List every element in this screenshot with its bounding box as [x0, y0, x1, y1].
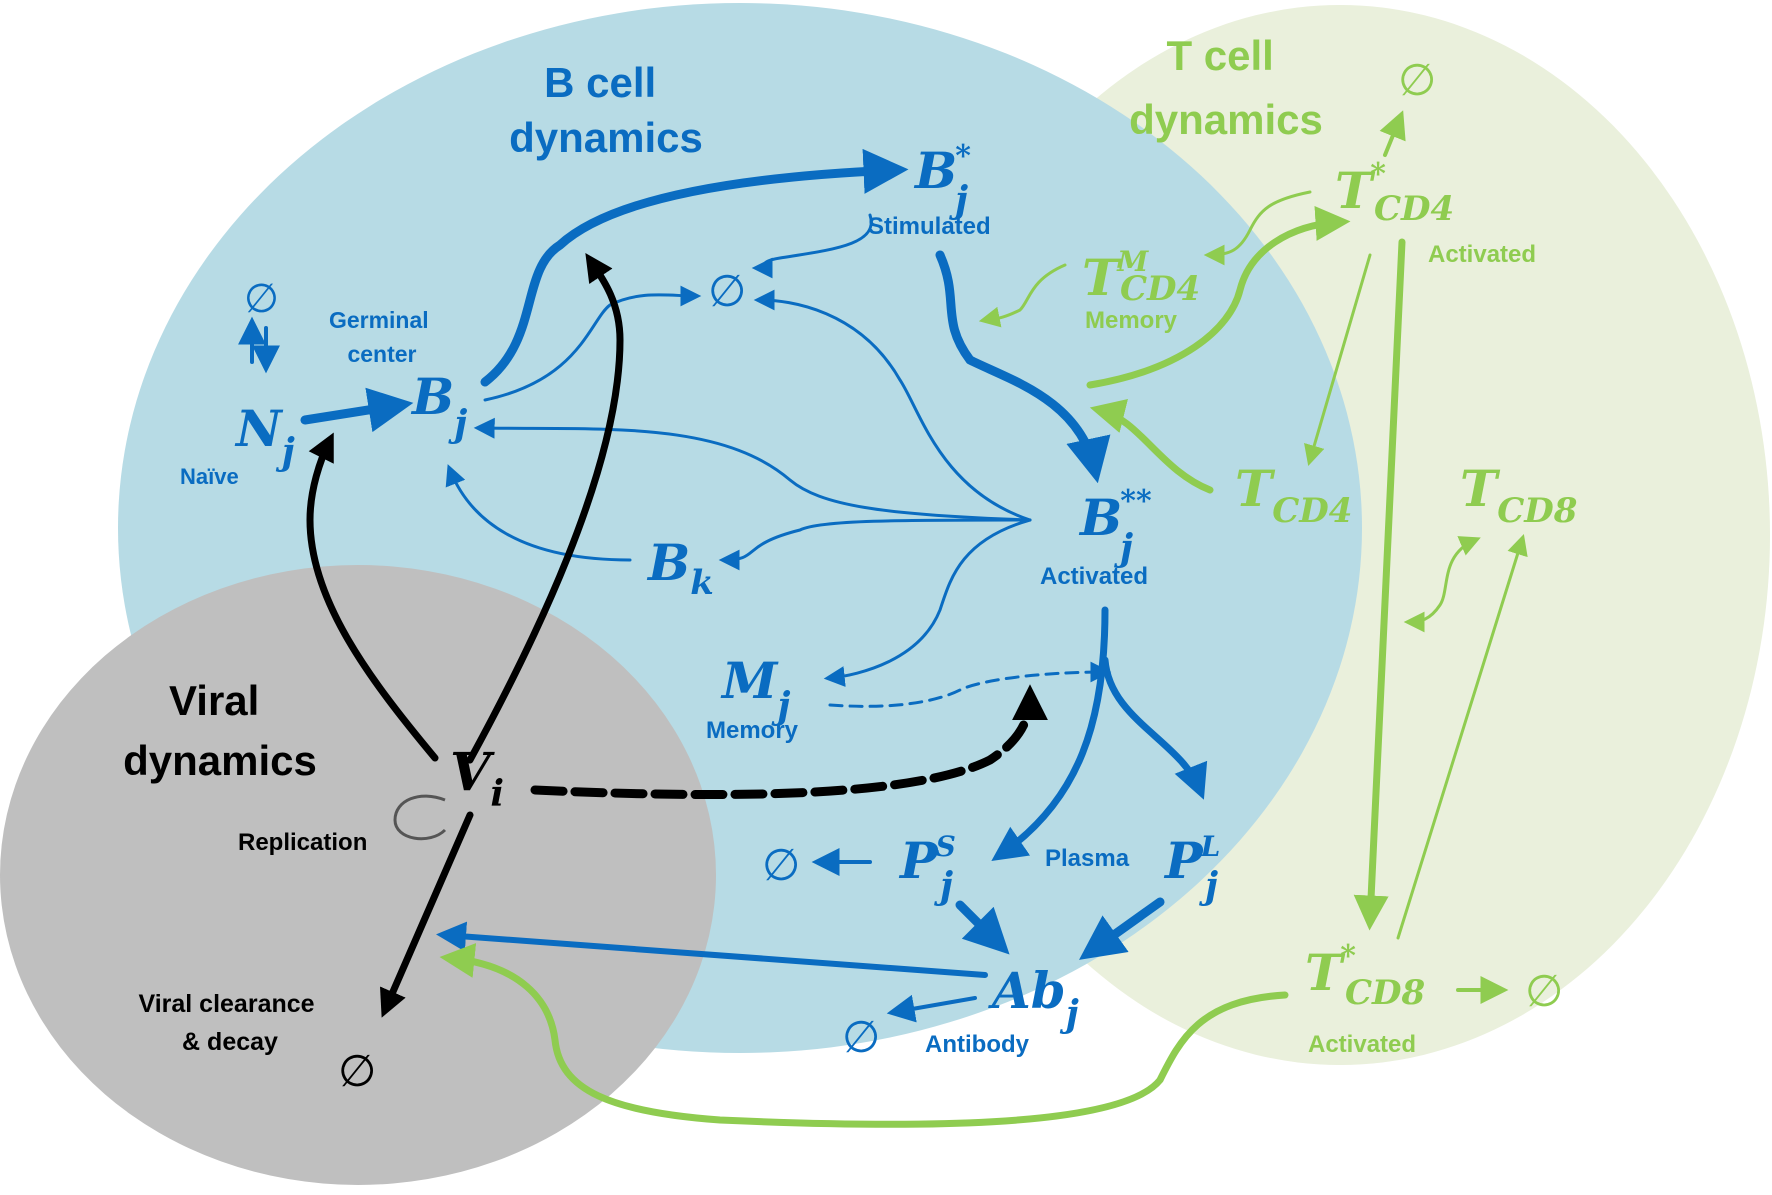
arrow-activated-to-memory	[823, 518, 1032, 687]
node-plasma-s: PS	[898, 830, 956, 890]
arrow-plasma-s-to-antibody	[955, 900, 1010, 955]
empty-tcd4-act: ∅	[1398, 55, 1436, 106]
node-activated-b: B**	[1078, 484, 1152, 547]
b-cell-title: B cell dynamics	[509, 59, 703, 161]
arrow-activated-to-plasma-s	[991, 606, 1109, 861]
empty-antibody: ∅	[842, 1012, 880, 1063]
viral-region	[0, 565, 716, 1185]
arrow-plasma-l-to-antibody	[1079, 897, 1165, 960]
arrow-tcd4-act-to-empty	[1379, 110, 1406, 157]
empty-naive: ∅	[244, 276, 279, 322]
node-tcd4-act-sub: CD4	[1374, 189, 1454, 229]
arrow-stimulated-to-activated	[935, 250, 1111, 484]
node-tcd8-act: T*	[1305, 939, 1356, 1002]
label-stimulated: Stimulated	[868, 213, 991, 240]
node-tcd8: TCD8	[1460, 459, 1577, 531]
node-antibody: Abj	[988, 961, 1079, 1035]
arrow-memory-to-activated-tcd4	[978, 263, 1067, 328]
node-plasma-l: PL	[1163, 830, 1220, 890]
arrow-antibody-to-empty	[886, 994, 977, 1023]
arrow-tcd4-act-to-tcd8-act	[1353, 238, 1406, 931]
arrow-virus-to-empty	[379, 811, 474, 1018]
arrow-virus-to-stimulated	[466, 253, 624, 764]
arrow-antibody-to-virus	[436, 921, 988, 978]
replication-loop-icon	[393, 794, 447, 841]
node-stimulated: B*	[913, 139, 971, 200]
viral-arrows	[306, 253, 1048, 1018]
label-replication: Replication	[238, 829, 367, 856]
empty-plasma-s: ∅	[762, 840, 800, 891]
empty-tcd8-act: ∅	[1525, 966, 1563, 1017]
arrow-bk-to-germinal	[445, 464, 632, 562]
empty-viral: ∅	[338, 1046, 376, 1097]
label-tcd4-mem: Memory	[1085, 307, 1178, 334]
label-clearance: Viral clearance & decay	[138, 990, 321, 1056]
viral-title: Viral dynamics	[123, 677, 317, 784]
arrow-virus-to-naive	[306, 432, 439, 762]
node-naive: Nj	[234, 399, 295, 473]
arrow-tcd8-act-to-virus	[439, 943, 1289, 1128]
arrow-tcd8-loop	[1403, 536, 1481, 633]
label-tcd4-act: Activated	[1428, 241, 1536, 268]
node-tcd4: TCD4	[1235, 459, 1352, 531]
arrow-b-to-tcd4-act	[1086, 206, 1351, 389]
arrow-virus-to-activated	[530, 684, 1048, 800]
arrow-naive-to-germinal	[300, 387, 414, 433]
arrow-germinal-to-empty	[483, 285, 702, 402]
node-tcd4-act: T*	[1335, 157, 1386, 220]
t-cell-arrows	[439, 110, 1528, 1128]
t-cell-title: T cell dynamics	[1129, 32, 1323, 143]
node-bk: Bk	[646, 533, 714, 603]
arrow-activated-to-bk	[718, 518, 1032, 571]
arrow-activated-to-empty	[753, 289, 1032, 522]
b-cell-arrows	[238, 148, 1208, 1023]
label-activated-b: Activated	[1040, 563, 1148, 590]
node-virus: Vi	[450, 742, 504, 815]
arrow-tcd8-act-to-tcd8	[1396, 533, 1528, 940]
node-tcd4-mem: TM	[1082, 245, 1149, 307]
arrow-activated-to-plasma-l	[1101, 656, 1208, 800]
node-tcd4-mem-sub: CD4	[1120, 269, 1200, 309]
label-memory-b: Memory	[706, 717, 799, 744]
label-germinal: Germinal center	[329, 307, 435, 367]
arrow-tcd4-act-to-tcd4	[1304, 253, 1372, 467]
label-naive: Naïve	[180, 464, 239, 489]
label-tcd8-act: Activated	[1308, 1031, 1416, 1058]
label-plasma: Plasma	[1045, 845, 1130, 872]
arrow-stimulated-to-empty	[751, 213, 873, 279]
arrow-tcd4-act-to-memory	[1203, 190, 1312, 266]
node-tcd8-act-sub: CD8	[1345, 973, 1425, 1013]
arrow-activated-to-germinal	[473, 417, 1032, 522]
arrow-germinal-to-stimulated	[480, 148, 909, 387]
empty-center: ∅	[708, 266, 746, 317]
node-memory-b: Mj	[720, 651, 790, 727]
arrow-memory-to-activated	[828, 661, 1112, 708]
arrow-tcd4-to-activated	[1089, 398, 1214, 494]
label-antibody: Antibody	[925, 1031, 1030, 1058]
